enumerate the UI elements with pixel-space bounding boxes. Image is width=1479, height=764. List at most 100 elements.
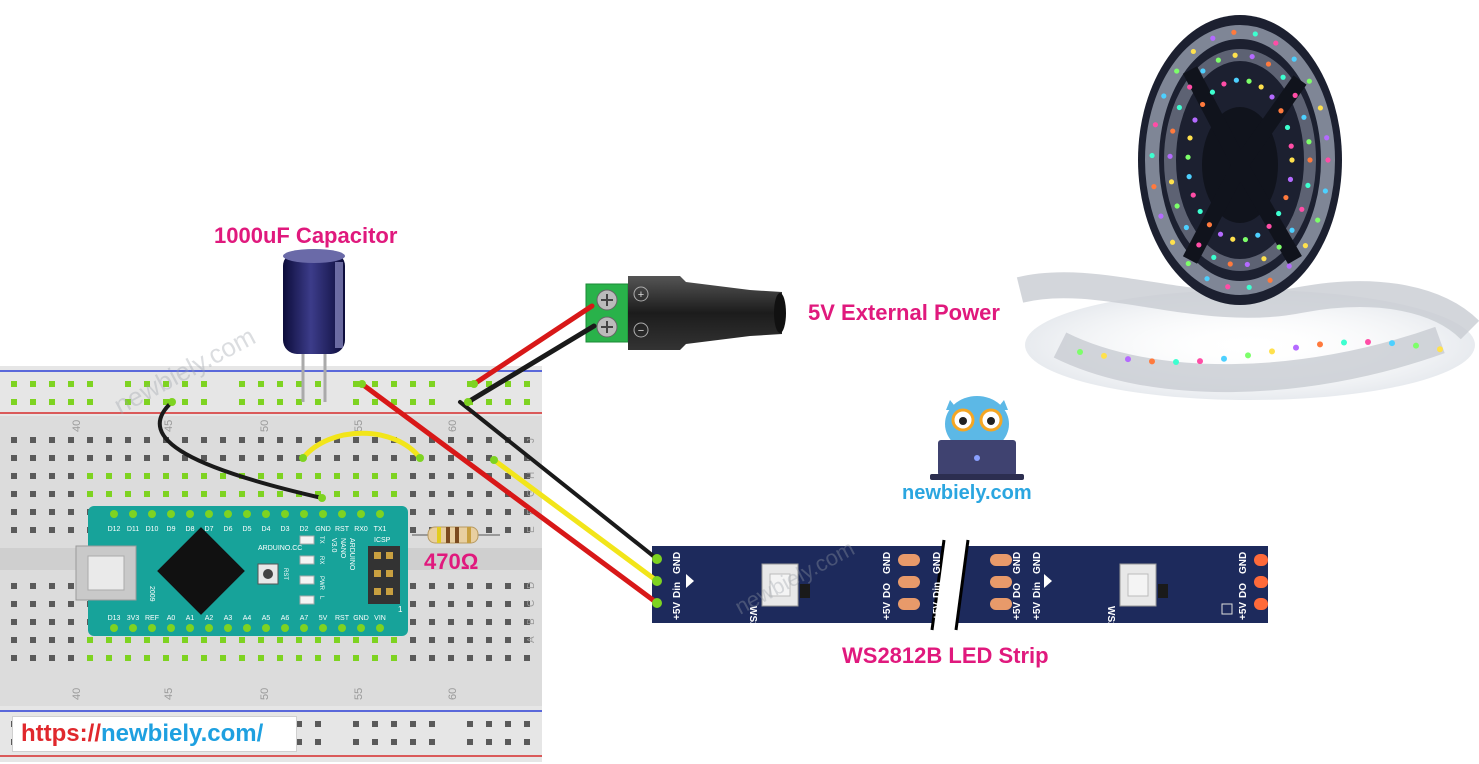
breadboard-hole — [505, 655, 511, 661]
breadboard-hole — [87, 381, 93, 387]
breadboard-hole — [163, 655, 169, 661]
breadboard-hole — [467, 491, 473, 497]
reel-led — [1197, 208, 1203, 215]
breadboard-hole — [30, 509, 36, 515]
copper-pad — [990, 576, 1012, 588]
breadboard-hole — [201, 399, 207, 405]
breadboard-hole — [125, 437, 131, 443]
reel-led — [1227, 261, 1233, 267]
breadboard-hole — [30, 491, 36, 497]
breadboard-hole — [467, 601, 473, 607]
reel-led — [1192, 117, 1198, 123]
breadboard-hole — [410, 655, 416, 661]
header-pin — [300, 624, 308, 632]
reel-led — [1305, 182, 1311, 189]
wire-yellow-jumper — [300, 430, 423, 461]
breadboard-hole — [258, 491, 264, 497]
breadboard-hole — [315, 399, 321, 405]
column-number: 45 — [163, 420, 175, 432]
reel-led — [1292, 92, 1298, 98]
breadboard-hole — [201, 473, 207, 479]
breadboard-hole — [30, 473, 36, 479]
breadboard-hole — [68, 399, 74, 405]
reel-led — [1293, 344, 1299, 351]
breadboard-hole — [410, 437, 416, 443]
breadboard-hole — [30, 455, 36, 461]
breadboard-hole — [448, 455, 454, 461]
breadboard-hole — [277, 437, 283, 443]
breadboard-hole — [372, 637, 378, 643]
breadboard-hole — [315, 381, 321, 387]
breadboard-hole — [505, 637, 511, 643]
reel-led — [1280, 74, 1286, 80]
pin-label: D9 — [167, 526, 176, 533]
column-number: 60 — [447, 420, 459, 432]
reel-led — [1242, 236, 1249, 243]
reel-led — [1278, 108, 1284, 114]
breadboard-hole — [429, 583, 435, 589]
power-label: 5V External Power — [808, 300, 1000, 325]
reel-led — [1204, 276, 1210, 282]
breadboard-hole — [220, 655, 226, 661]
breadboard-hole — [201, 637, 207, 643]
breadboard-hole — [448, 437, 454, 443]
website-url[interactable]: https://newbiely.com/ — [12, 716, 297, 752]
icsp-pin — [374, 588, 381, 595]
header-pin — [224, 510, 232, 518]
reel-led — [1317, 105, 1323, 111]
breadboard-hole — [125, 455, 131, 461]
breadboard-hole — [49, 619, 55, 625]
reel-led — [1261, 256, 1267, 262]
strip-pad-label: GND — [882, 552, 893, 574]
breadboard-hole — [505, 601, 511, 607]
reel-led — [1176, 104, 1182, 111]
breadboard-hole — [296, 473, 302, 479]
breadboard-hole — [30, 381, 36, 387]
reel-led — [1276, 210, 1282, 217]
row-letter: E — [526, 526, 537, 533]
strip-pad-label: DO — [1238, 583, 1249, 598]
breadboard-hole — [296, 655, 302, 661]
breadboard-hole — [11, 491, 17, 497]
row-letter: J — [526, 438, 537, 443]
reel-led — [1322, 188, 1328, 194]
breadboard-hole — [410, 455, 416, 461]
breadboard-hole — [391, 739, 397, 745]
breadboard-hole — [220, 637, 226, 643]
wire-red-power-in — [471, 303, 595, 387]
breadboard-hole — [524, 491, 530, 497]
wires — [157, 303, 662, 608]
reel-led — [1149, 358, 1155, 365]
breadboard-hole — [87, 473, 93, 479]
breadboard-hole — [334, 637, 340, 643]
breadboard-hole — [410, 637, 416, 643]
breadboard-hole — [258, 473, 264, 479]
breadboard-hole — [372, 473, 378, 479]
reel-led — [1125, 356, 1131, 363]
breadboard-hole — [49, 437, 55, 443]
pin-label: D8 — [186, 526, 195, 533]
reel-led — [1190, 192, 1196, 198]
capacitor — [283, 249, 345, 402]
reel-led — [1273, 40, 1279, 46]
board-brand-label: ARDUINO.CC — [258, 545, 302, 552]
breadboard-hole — [277, 455, 283, 461]
breadboard-hole — [277, 637, 283, 643]
header-pin — [205, 624, 213, 632]
breadboard-hole — [49, 637, 55, 643]
column-number: 45 — [163, 688, 175, 700]
breadboard-hole — [258, 655, 264, 661]
breadboard-hole — [11, 619, 17, 625]
header-pin — [243, 510, 251, 518]
breadboard-hole — [429, 601, 435, 607]
breadboard-hole — [258, 381, 264, 387]
breadboard-hole — [391, 655, 397, 661]
breadboard-hole — [410, 601, 416, 607]
breadboard-hole — [315, 739, 321, 745]
reel-led — [1206, 222, 1213, 228]
strip-pad-label: Din — [932, 582, 943, 598]
jack-plus-mark: + — [638, 289, 644, 301]
breadboard-hole — [144, 655, 150, 661]
status-led — [299, 535, 315, 545]
